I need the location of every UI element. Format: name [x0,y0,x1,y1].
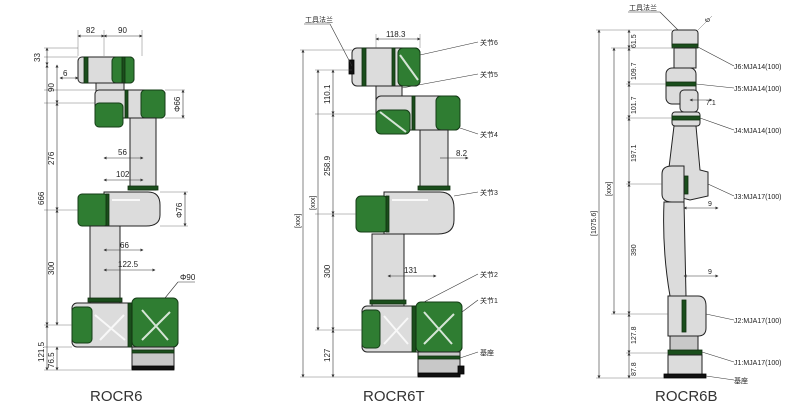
rocr6b-dim-mid: [xxx] [606,182,613,196]
rocr6b-dim-9a: 9 [708,201,712,208]
rocr6b-body [661,29,709,379]
rocr6-dim-phi90: Φ90 [180,273,196,282]
robot-rocr6b-drawing: 6 工具法兰 [1075.6] [xxx] 61.5 109.7 101.7 [591,3,781,385]
rocr6-dim-90-top: 90 [118,26,127,35]
rocr6b-dim-197-1: 197.1 [631,144,638,162]
rocr6t-label-tool-flange: 工具法兰 [305,15,333,24]
rocr6t-dim-258-9: 258.9 [323,155,332,176]
robot-rocr6t-drawing: 118.3 [xxx] [xxx] 110.1 258.9 300 127 8.… [295,15,498,378]
robot-rocr6-drawing: 82 90 33 6 90 276 300 666 121.5 [33,26,196,371]
rocr6b-label-j1: J1:MJA17(100) [734,360,781,367]
rocr6-dim-90-left: 90 [47,83,56,92]
rocr6-dim-122-5: 122.5 [118,260,139,269]
robot-name-rocr6b: ROCR6B [655,388,718,405]
rocr6-dim-33: 33 [33,53,42,62]
rocr6b-label-j2: J2:MJA17(100) [734,318,781,325]
rocr6t-dim-total: [xxx] [295,214,302,228]
rocr6t-dimensions: 118.3 [xxx] [xxx] 110.1 258.9 300 127 8.… [295,15,498,378]
rocr6t-dim-8-2: 8.2 [456,149,468,158]
robot-name-rocr6t: ROCR6T [363,388,425,405]
rocr6-dim-76-5: 76.5 [47,352,56,368]
rocr6-dim-56: 56 [118,148,127,157]
rocr6-dim-121-5: 121.5 [37,341,46,362]
rocr6-dim-phi66: Φ66 [173,96,182,112]
rocr6b-label-j6: J6:MJA14(100) [734,64,781,71]
robot-name-rocr6: ROCR6 [90,388,143,405]
rocr6-body [71,56,179,371]
rocr6-dim-phi76: Φ76 [175,202,184,218]
rocr6t-label-joint2: 关节2 [480,270,498,279]
rocr6-dim-66: 66 [120,241,129,250]
rocr6-dim-82: 82 [86,26,95,35]
rocr6b-dimensions: 6 工具法兰 [1075.6] [xxx] 61.5 109.7 101.7 [591,3,781,385]
rocr6b-dim-127-8: 127.8 [631,326,638,344]
rocr6t-dim-mid: [xxx] [310,196,317,210]
rocr6b-label-j3: J3:MJA17(100) [734,194,781,201]
rocr6b-dim-6: 6 [705,18,712,22]
rocr6t-dim-300: 300 [323,264,332,278]
rocr6b-label-tool-flange: 工具法兰 [629,3,657,12]
rocr6b-label-base: 基座 [734,376,748,385]
rocr6t-label-base: 基座 [480,348,494,357]
rocr6t-label-joint4: 关节4 [480,130,498,139]
rocr6t-label-joint6: 关节6 [480,38,498,47]
rocr6b-dim-101-7: 101.7 [631,96,638,114]
rocr6t-label-joint3: 关节3 [480,188,498,197]
rocr6b-dim-7-1: 7.1 [706,100,716,107]
rocr6t-label-joint5: 关节5 [480,70,498,79]
rocr6t-body [348,47,465,378]
rocr6-dim-300: 300 [47,261,56,275]
rocr6-dim-6: 6 [63,69,68,78]
rocr6b-dim-109-7: 109.7 [631,62,638,80]
rocr6b-dim-61-5: 61.5 [631,34,638,48]
rocr6-dimensions: 82 90 33 6 90 276 300 666 121.5 [33,26,196,371]
rocr6b-dim-390: 390 [631,244,638,256]
rocr6b-dim-9b: 9 [708,269,712,276]
rocr6b-label-j4: J4:MJA14(100) [734,128,781,135]
rocr6t-dim-127: 127 [323,348,332,362]
rocr6-dim-276: 276 [47,151,56,165]
rocr6-dim-666: 666 [37,191,46,205]
rocr6t-dim-118-3: 118.3 [386,30,406,39]
rocr6-dim-102: 102 [116,170,130,179]
rocr6b-dim-total: [1075.6] [591,211,598,236]
rocr6t-dim-131: 131 [404,266,418,275]
rocr6t-label-joint1: 关节1 [480,296,498,305]
rocr6b-dim-87-8: 87.8 [631,362,638,376]
rocr6b-label-j5: J5:MJA14(100) [734,86,781,93]
rocr6t-dim-110-1: 110.1 [323,84,332,104]
